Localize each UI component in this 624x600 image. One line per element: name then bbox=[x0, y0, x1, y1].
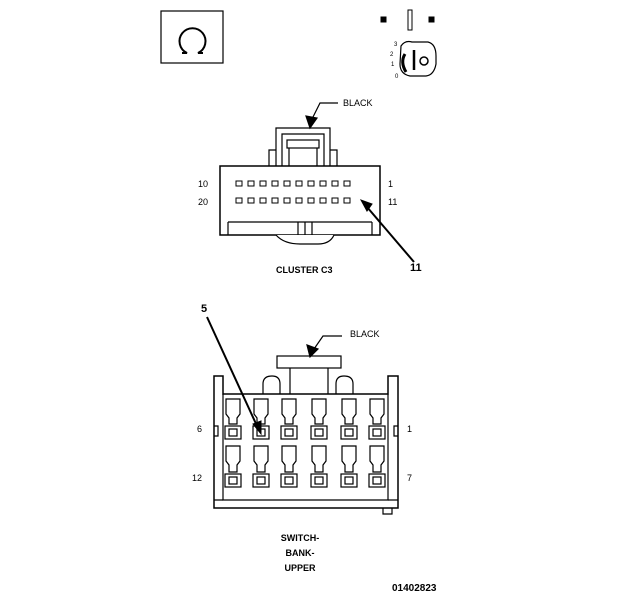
switch-pin-label-right-bottom: 7 bbox=[407, 473, 413, 483]
switch-caption-line1: SWITCH- bbox=[280, 533, 320, 543]
switch-cavity-row-top bbox=[224, 398, 386, 440]
cluster-callout-leader bbox=[359, 199, 415, 263]
cluster-pin-row-bottom bbox=[235, 197, 351, 204]
cluster-pin-label-left-top: 10 bbox=[198, 179, 209, 189]
ignition-key-icon bbox=[380, 9, 437, 77]
switch-connector bbox=[213, 355, 399, 515]
switch-caption-line2: BANK- bbox=[285, 548, 315, 558]
switch-pin-label-right-top: 1 bbox=[407, 424, 413, 434]
switch-callout-leader bbox=[206, 316, 262, 436]
cluster-connector bbox=[219, 127, 381, 245]
cluster-caption: CLUSTER C3 bbox=[276, 265, 333, 275]
switch-cavity-row-bottom bbox=[224, 445, 386, 488]
cluster-pin-row-top bbox=[235, 180, 351, 187]
connector-view-icon bbox=[160, 10, 224, 64]
switch-color-label: BLACK bbox=[350, 329, 380, 339]
switch-caption-line3: UPPER bbox=[284, 563, 316, 573]
key-position-label: 3 bbox=[394, 42, 398, 48]
switch-callout-number: 5 bbox=[201, 303, 208, 315]
key-position-label: 0 bbox=[395, 74, 399, 80]
cluster-callout-number: 11 bbox=[410, 262, 422, 274]
switch-pin-label-left-top: 6 bbox=[197, 424, 203, 434]
switch-color-leader bbox=[306, 335, 342, 359]
cluster-color-leader bbox=[305, 102, 338, 130]
switch-pin-label-left-bottom: 12 bbox=[192, 473, 203, 483]
key-position-label: 2 bbox=[390, 52, 394, 58]
cluster-pin-label-right-top: 1 bbox=[388, 179, 394, 189]
cluster-pin-label-right-bottom: 11 bbox=[388, 197, 398, 207]
key-position-label: 1 bbox=[391, 62, 395, 68]
figure-id: 01402823 bbox=[392, 583, 437, 594]
cluster-pin-label-left-bottom: 20 bbox=[198, 197, 209, 207]
cluster-color-label: BLACK bbox=[343, 98, 373, 108]
